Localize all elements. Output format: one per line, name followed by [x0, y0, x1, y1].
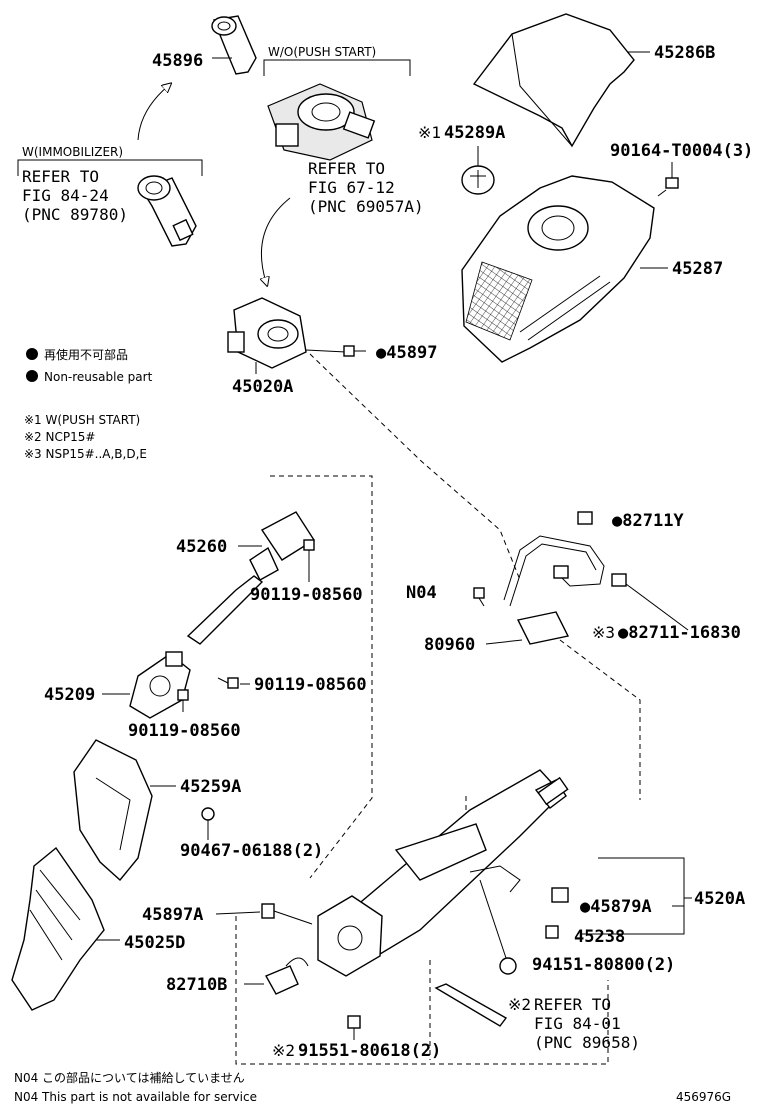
label-45209: 45209 [44, 685, 95, 705]
part-4520A-column-drawing [317, 769, 569, 977]
label-90119-c: 90119-08560 [128, 721, 241, 741]
label-45897A: 45897A [142, 905, 203, 925]
figure-id: 456976G [676, 1090, 731, 1104]
label-91551: 91551-80618(2) [298, 1041, 441, 1061]
label-90119-a: 90119-08560 [250, 585, 363, 605]
refer-84-01-line3: (PNC 89658) [534, 1033, 640, 1052]
nonreusable-mark: ● [376, 343, 387, 363]
dash-shaft-group [270, 475, 373, 879]
refer-84-24-line3: (PNC 89780) [22, 205, 128, 224]
part-90467-clip [201, 807, 215, 821]
footer-n04-jp: N04 この部品については補給していません [14, 1070, 245, 1085]
ignition-switch-drawing [267, 83, 376, 161]
dash-80960-to-column [559, 639, 641, 800]
part-90119-bolt-a [303, 539, 315, 560]
part-45259A-drawing [73, 739, 153, 882]
label-82710B: 82710B [166, 975, 227, 995]
bracket-plate-drawing [434, 983, 508, 1027]
part-45879A-drawing [551, 887, 569, 903]
refer-84-24-line2: FIG 84-24 [22, 186, 109, 205]
mark-refer-84-01: ※2 [508, 995, 531, 1014]
refer-67-12-line3: (PNC 69057A) [308, 197, 424, 216]
refer-67-12-line1: REFER TO [308, 159, 385, 178]
legend-nonreusable-jp: 再使用不可部品 [44, 347, 128, 362]
label-45879A: ●45879A [580, 897, 652, 917]
arrow-to-45020A [261, 197, 291, 282]
part-82710B-drawing [265, 957, 309, 995]
part-45209-drawing [129, 651, 191, 719]
part-45897A-bolt [261, 903, 313, 925]
label-80960: 80960 [424, 635, 475, 655]
part-45289A-drawing [461, 165, 495, 195]
refer-84-01-line1: REFER TO [534, 995, 611, 1014]
label-45025D: 45025D [124, 933, 185, 953]
dash-bottom-group [235, 916, 609, 1065]
label-82711Y: ●82711Y [612, 511, 684, 531]
label-4520A: 4520A [694, 889, 745, 909]
label-90119-b: 90119-08560 [254, 675, 367, 695]
arrow-to-45896 [137, 86, 168, 141]
mark-91551: ※2 [272, 1041, 295, 1060]
legend: 再使用不可部品 Non-reusable part ※1 W(PUSH STAR… [24, 347, 153, 461]
part-45286B-drawing [472, 13, 635, 148]
label-45897: ●45897 [376, 343, 437, 363]
part-82711-16830-clip [611, 573, 627, 587]
part-91551-bolt [347, 1015, 361, 1040]
label-82711-16830: ●82711-16830 [618, 623, 741, 643]
label-94151: 94151-80800(2) [532, 955, 675, 975]
label-45289A: 45289A [444, 123, 505, 143]
bracket-4520A [580, 857, 685, 935]
label-45020A: 45020A [232, 377, 293, 397]
part-94151-nut [499, 957, 517, 975]
label-90467: 90467-06188(2) [180, 841, 323, 861]
part-45896-drawing [211, 15, 257, 75]
label-45896: 45896 [152, 51, 203, 71]
part-N04-screw [473, 587, 485, 607]
note-wo-push-start: W/O(PUSH START) [268, 45, 376, 59]
immobilizer-coil-drawing [137, 175, 197, 247]
part-45238-drawing [545, 925, 559, 939]
part-45020A-drawing [227, 297, 307, 369]
label-45260: 45260 [176, 537, 227, 557]
part-90164-screw [657, 177, 679, 197]
part-90119-bolt-b [217, 677, 239, 689]
mark-82711-16830: ※3 [592, 623, 615, 642]
label-90164: 90164-T0004(3) [610, 141, 753, 161]
dash-45020A-to-column [309, 353, 521, 581]
part-90119-bolt-c [177, 689, 189, 712]
note-w-immobilizer: W(IMMOBILIZER) [22, 145, 123, 159]
label-45259A: 45259A [180, 777, 241, 797]
refer-67-12-line2: FIG 67-12 [308, 178, 395, 197]
refer-84-01-line2: FIG 84-01 [534, 1014, 621, 1033]
part-45287-drawing [461, 175, 655, 363]
label-45238: 45238 [574, 927, 625, 947]
legend-note-1: ※1 W(PUSH START) [24, 413, 140, 427]
part-82711Y-clip [577, 511, 593, 525]
legend-nonreusable-en: Non-reusable part [44, 370, 153, 384]
part-80960-drawing [503, 535, 605, 645]
label-N04: N04 [406, 583, 437, 603]
label-45286B: 45286B [654, 43, 715, 63]
label-45287: 45287 [672, 259, 723, 279]
part-45897-bolt [343, 345, 366, 357]
part-45025D-drawing [11, 846, 105, 1011]
part-45260-drawing [186, 511, 315, 645]
mark-45289A: ※1 [418, 123, 441, 142]
refer-84-24-line1: REFER TO [22, 167, 99, 186]
legend-note-3: ※3 NSP15#..A,B,D,E [24, 447, 147, 461]
footer-n04-en: N04 This part is not available for servi… [14, 1090, 257, 1104]
legend-note-2: ※2 NCP15# [24, 430, 95, 444]
